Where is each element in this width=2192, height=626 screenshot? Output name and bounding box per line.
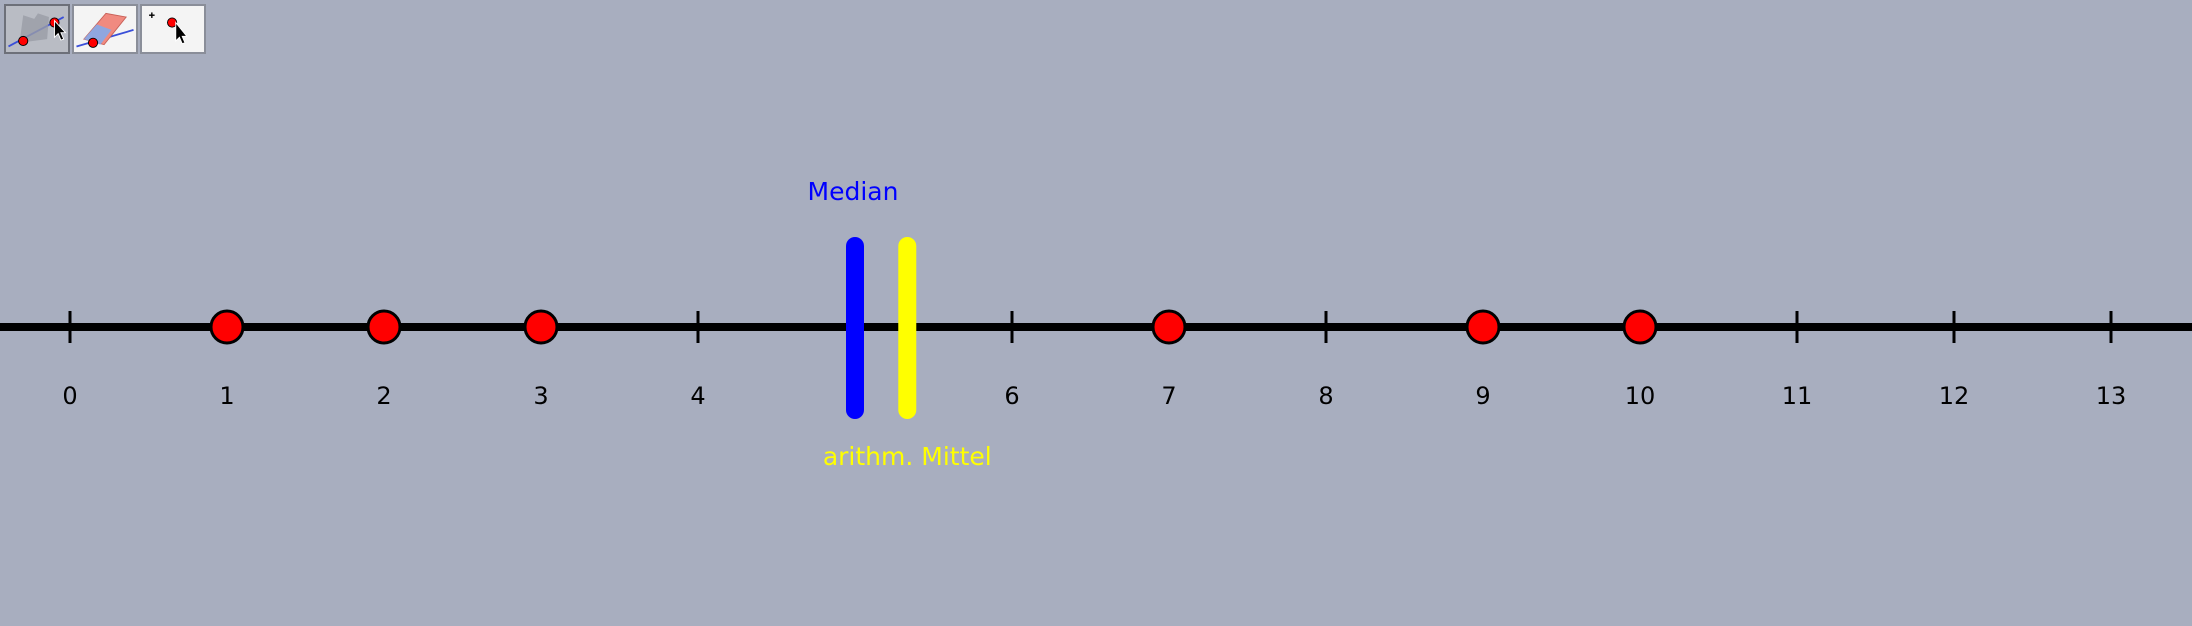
data-point[interactable] (523, 309, 559, 345)
axis-tick-label: 12 (1939, 382, 1970, 410)
axis-tick-label: 4 (690, 382, 705, 410)
data-point[interactable] (1465, 309, 1501, 345)
axis-tick-label: 0 (62, 382, 77, 410)
median-label: Median (808, 177, 899, 206)
toolbar (4, 4, 208, 54)
axis-tick-label: 13 (2096, 382, 2127, 410)
data-point[interactable] (366, 309, 402, 345)
axis-tick-label: 11 (1782, 382, 1813, 410)
move-point-button[interactable] (140, 4, 206, 54)
axis-tick-label: 8 (1318, 382, 1333, 410)
axis-tick-label: 7 (1161, 382, 1176, 410)
axis-tick-label: 6 (1004, 382, 1019, 410)
eraser-icon (76, 12, 134, 48)
axis-tick-label: 10 (1625, 382, 1656, 410)
move-view-icon (8, 13, 67, 48)
mean-label: arithm. Mittel (823, 442, 992, 471)
axis-tick-label: 3 (533, 382, 548, 410)
axis-tick-label: 9 (1475, 382, 1490, 410)
axis-tick-label: 2 (376, 382, 391, 410)
data-point[interactable] (1151, 309, 1187, 345)
delete-button[interactable] (72, 4, 138, 54)
data-point[interactable] (1622, 309, 1658, 345)
move-point-icon (149, 12, 188, 45)
data-point[interactable] (209, 309, 245, 345)
move-graphics-view-button[interactable] (4, 4, 70, 54)
axis-tick-label: 1 (219, 382, 234, 410)
